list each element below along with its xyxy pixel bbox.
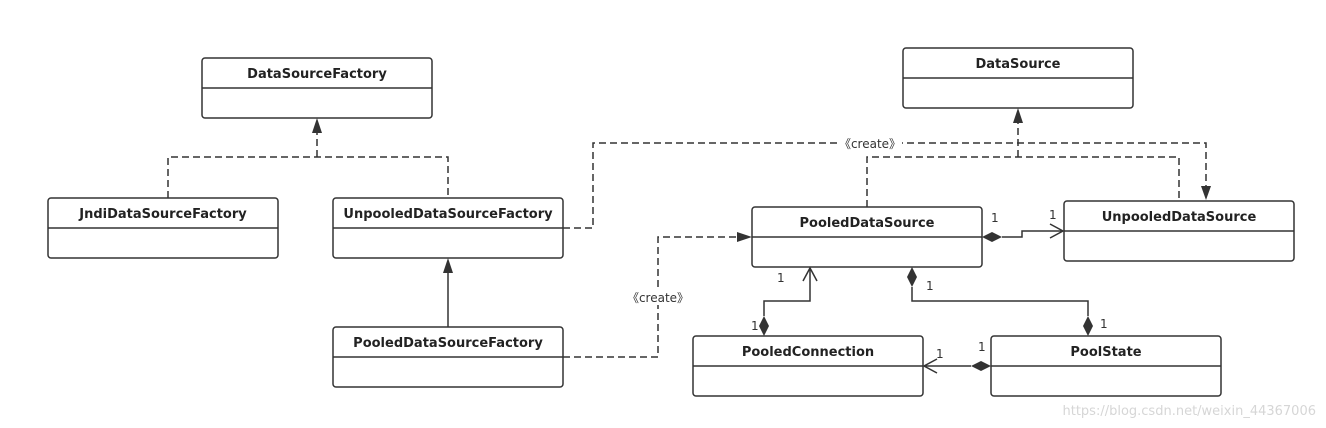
- class-name: DataSource: [975, 57, 1060, 72]
- realization-arrowhead: [312, 118, 322, 133]
- inheritance-arrowhead: [443, 258, 453, 273]
- class-name: UnpooledDataSourceFactory: [343, 207, 553, 222]
- multiplicity-label: 1: [926, 279, 934, 293]
- multiplicity-label: 1: [991, 211, 999, 225]
- class-data-source: DataSource: [902, 47, 1134, 109]
- class-name: PoolState: [1070, 345, 1141, 360]
- class-name: PooledDataSourceFactory: [353, 336, 543, 351]
- class-data-source-factory: DataSourceFactory: [201, 57, 433, 119]
- composition-diamond: [1083, 316, 1093, 336]
- dependency-create-unpooled: [563, 142, 1207, 229]
- class-name: UnpooledDataSource: [1102, 210, 1257, 225]
- multiplicity-label: 1: [978, 340, 986, 354]
- multiplicity-label: 1: [936, 347, 944, 361]
- class-name: PooledDataSource: [799, 216, 934, 231]
- association-arrowhead: [922, 358, 938, 374]
- multiplicity-label: 1: [1100, 317, 1108, 331]
- watermark: https://blog.csdn.net/weixin_44367006: [1062, 404, 1316, 419]
- realization-arrowhead: [1013, 108, 1023, 123]
- multiplicity-label: 1: [1049, 208, 1057, 222]
- composition-pds-ps: [911, 287, 1089, 316]
- dependency-arrowhead: [1201, 186, 1211, 200]
- class-name: DataSourceFactory: [247, 67, 387, 82]
- composition-pc-pds: [763, 268, 811, 316]
- class-name: JndiDataSourceFactory: [78, 207, 247, 222]
- create-label: 《create》: [839, 137, 901, 151]
- realization-factories: [167, 133, 449, 198]
- multiplicity-label: 1: [777, 271, 785, 285]
- create-label: 《create》: [627, 291, 689, 305]
- class-pooled-data-source-factory: PooledDataSourceFactory: [332, 326, 564, 388]
- class-name: PooledConnection: [742, 345, 874, 360]
- class-pooled-connection: PooledConnection: [692, 335, 924, 397]
- class-unpooled-data-source-factory: UnpooledDataSourceFactory: [332, 197, 564, 259]
- composition-diamond: [759, 316, 769, 336]
- composition-diamond: [971, 361, 991, 371]
- class-pool-state: PoolState: [990, 335, 1222, 397]
- class-pooled-data-source: PooledDataSource: [751, 206, 983, 268]
- composition-pds-uds: [1002, 230, 1063, 238]
- association-arrowhead: [802, 266, 818, 282]
- composition-diamond: [982, 232, 1002, 242]
- dependency-arrowhead: [737, 232, 752, 242]
- class-unpooled-data-source: UnpooledDataSource: [1063, 200, 1295, 262]
- realization-data-sources: [866, 123, 1180, 207]
- association-arrowhead: [1049, 223, 1065, 239]
- multiplicity-label: 1: [751, 319, 759, 333]
- composition-diamond: [907, 267, 917, 287]
- class-jndi-data-source-factory: JndiDataSourceFactory: [47, 197, 279, 259]
